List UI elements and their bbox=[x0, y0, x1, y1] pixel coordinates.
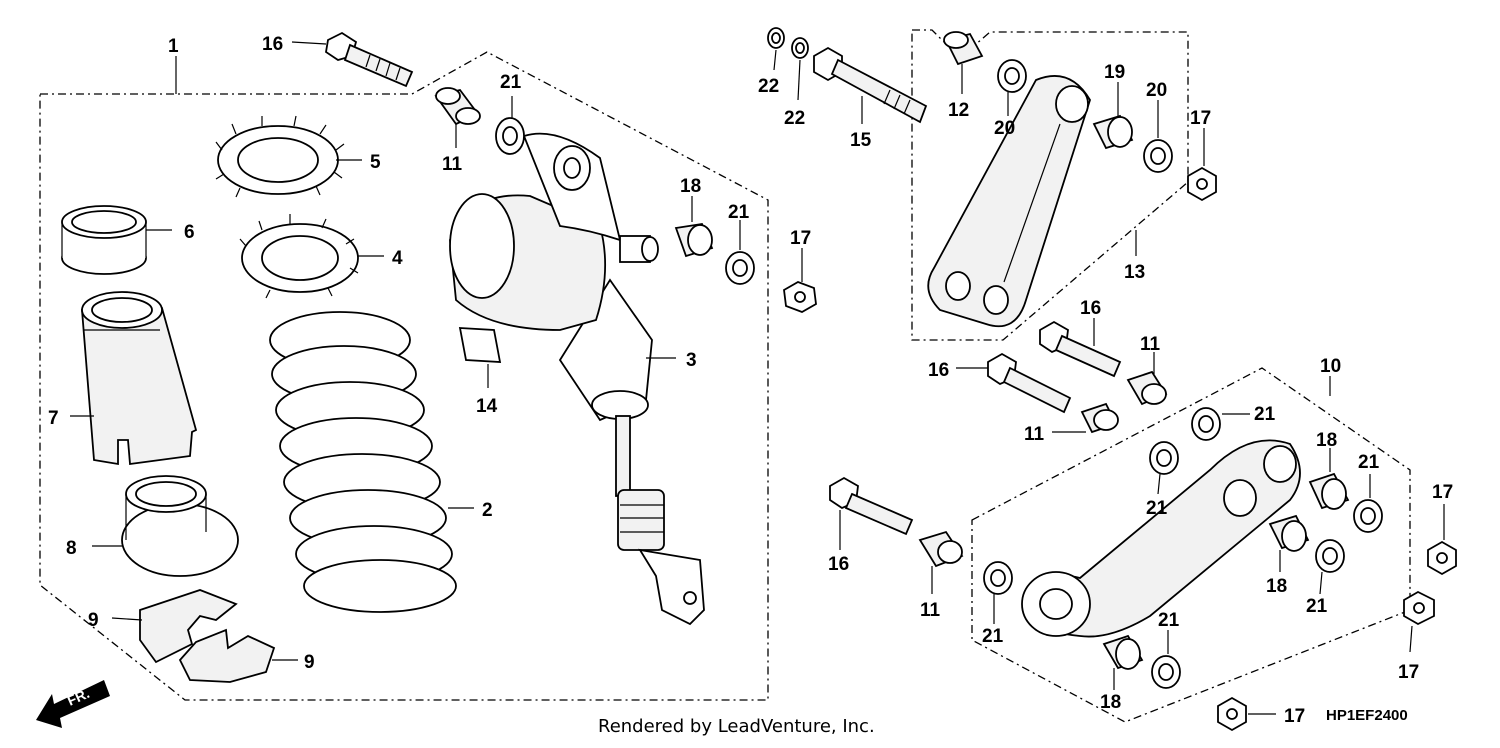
callout-22-b: 22 bbox=[784, 108, 805, 129]
callout-16-mid-upper: 16 bbox=[1080, 298, 1101, 319]
dust-seal-20-b bbox=[1143, 139, 1173, 173]
bolt-16-mid-lower bbox=[987, 352, 1072, 414]
dust-seal-21-f bbox=[1315, 539, 1345, 573]
spring-seat-6 bbox=[61, 205, 147, 275]
collar-12 bbox=[943, 31, 984, 66]
dust-seal-21-d bbox=[1149, 441, 1179, 475]
callout-16-lower: 16 bbox=[828, 554, 849, 575]
callout-9-upper: 9 bbox=[88, 610, 99, 631]
dust-seal-21-e bbox=[1353, 499, 1383, 533]
arm-assembly-border bbox=[971, 367, 1411, 723]
adjuster-nut-4 bbox=[239, 214, 359, 299]
callout-21-c: 21 bbox=[1254, 404, 1276, 425]
callout-20-a: 20 bbox=[994, 118, 1015, 139]
caution-label-14 bbox=[458, 327, 502, 363]
nut-17-d bbox=[1403, 590, 1435, 626]
stopper-plate-9-lower bbox=[178, 628, 276, 683]
callout-20-b: 20 bbox=[1146, 80, 1167, 101]
callout-1: 1 bbox=[168, 36, 179, 57]
callout-4: 4 bbox=[392, 248, 403, 269]
collar-11-lower bbox=[918, 530, 964, 568]
callout-17-c: 17 bbox=[1432, 482, 1453, 503]
stopper-plate-9-upper bbox=[139, 589, 238, 664]
callout-11-lower: 11 bbox=[920, 600, 941, 621]
callout-9-lower: 9 bbox=[304, 652, 315, 673]
bushing-18-shock bbox=[674, 223, 714, 258]
callout-21-d: 21 bbox=[1146, 498, 1168, 519]
nut-17-c bbox=[1427, 540, 1457, 576]
bushing-18-arm-c bbox=[1102, 634, 1144, 670]
dust-seal-21-c bbox=[1191, 407, 1221, 441]
callout-18-arm-a: 18 bbox=[1316, 430, 1337, 451]
callout-21-a: 21 bbox=[500, 72, 522, 93]
callout-17-a: 17 bbox=[790, 228, 811, 249]
bolt-16-lower bbox=[829, 476, 914, 536]
callout-18-arm-c: 18 bbox=[1100, 692, 1121, 713]
nut-17-a bbox=[783, 281, 817, 313]
callout-21-b: 21 bbox=[728, 202, 750, 223]
dust-seal-21-a bbox=[495, 117, 525, 155]
collar-11-mid-a bbox=[1126, 370, 1168, 406]
callout-8: 8 bbox=[66, 538, 77, 559]
callout-5: 5 bbox=[370, 152, 381, 173]
callout-11-top: 11 bbox=[442, 154, 463, 175]
callout-17-b: 17 bbox=[1190, 108, 1211, 129]
rear-cushion-3 bbox=[449, 132, 705, 626]
bolt-16-top bbox=[325, 31, 414, 88]
bolt-16-mid-upper bbox=[1039, 320, 1122, 378]
callout-16-mid-lower: 16 bbox=[928, 360, 949, 381]
callout-17-d: 17 bbox=[1398, 662, 1419, 683]
collar-11-mid-b bbox=[1080, 402, 1119, 434]
link-assembly-border bbox=[911, 29, 1189, 341]
callout-18-shock: 18 bbox=[680, 176, 701, 197]
shock-spring-2 bbox=[269, 311, 457, 613]
dust-seal-20-a bbox=[997, 59, 1027, 93]
callout-10: 10 bbox=[1320, 356, 1341, 377]
callout-18-arm-b: 18 bbox=[1266, 576, 1287, 597]
callout-22-a: 22 bbox=[758, 76, 779, 97]
cushion-link-13 bbox=[927, 75, 1091, 328]
front-direction-arrow-icon: FR. bbox=[36, 680, 110, 728]
dust-seal-21-h bbox=[1151, 655, 1181, 689]
bushing-19 bbox=[1092, 114, 1134, 150]
callout-12: 12 bbox=[948, 100, 969, 121]
nut-17-e bbox=[1217, 696, 1247, 732]
callout-21-h: 21 bbox=[1158, 610, 1180, 631]
callout-19: 19 bbox=[1104, 62, 1125, 83]
dust-boot-7 bbox=[81, 291, 198, 466]
callout-2: 2 bbox=[482, 500, 493, 521]
callout-13: 13 bbox=[1124, 262, 1145, 283]
callout-11-mid-a: 11 bbox=[1140, 334, 1161, 355]
callout-6: 6 bbox=[184, 222, 195, 243]
callout-15: 15 bbox=[850, 130, 872, 151]
callout-3: 3 bbox=[686, 350, 697, 371]
callout-21-g: 21 bbox=[982, 626, 1004, 647]
bushing-18-arm-a bbox=[1308, 472, 1350, 510]
dust-seal-21-b bbox=[725, 251, 755, 285]
callout-14: 14 bbox=[476, 396, 498, 417]
callout-21-f: 21 bbox=[1306, 596, 1328, 617]
callout-16-top: 16 bbox=[262, 34, 283, 55]
lower-seat-8 bbox=[121, 475, 239, 577]
dust-seal-21-g bbox=[983, 561, 1013, 595]
callout-21-e: 21 bbox=[1358, 452, 1380, 473]
lock-nut-5 bbox=[215, 115, 345, 198]
bolt-15 bbox=[813, 46, 928, 124]
collar-11-top bbox=[434, 87, 481, 126]
callout-17-e: 17 bbox=[1284, 706, 1305, 727]
washer-22-b bbox=[791, 37, 809, 59]
cushion-arm-10 bbox=[1021, 439, 1301, 638]
bushing-18-arm-b bbox=[1268, 514, 1310, 552]
callout-7: 7 bbox=[48, 408, 59, 429]
nut-17-b bbox=[1187, 166, 1217, 202]
washer-22-a bbox=[767, 27, 785, 49]
render-credit: Rendered by LeadVenture, Inc. bbox=[598, 716, 875, 737]
diagram-code: HP1EF2400 bbox=[1326, 707, 1408, 724]
callout-11-mid-b: 11 bbox=[1024, 424, 1045, 445]
